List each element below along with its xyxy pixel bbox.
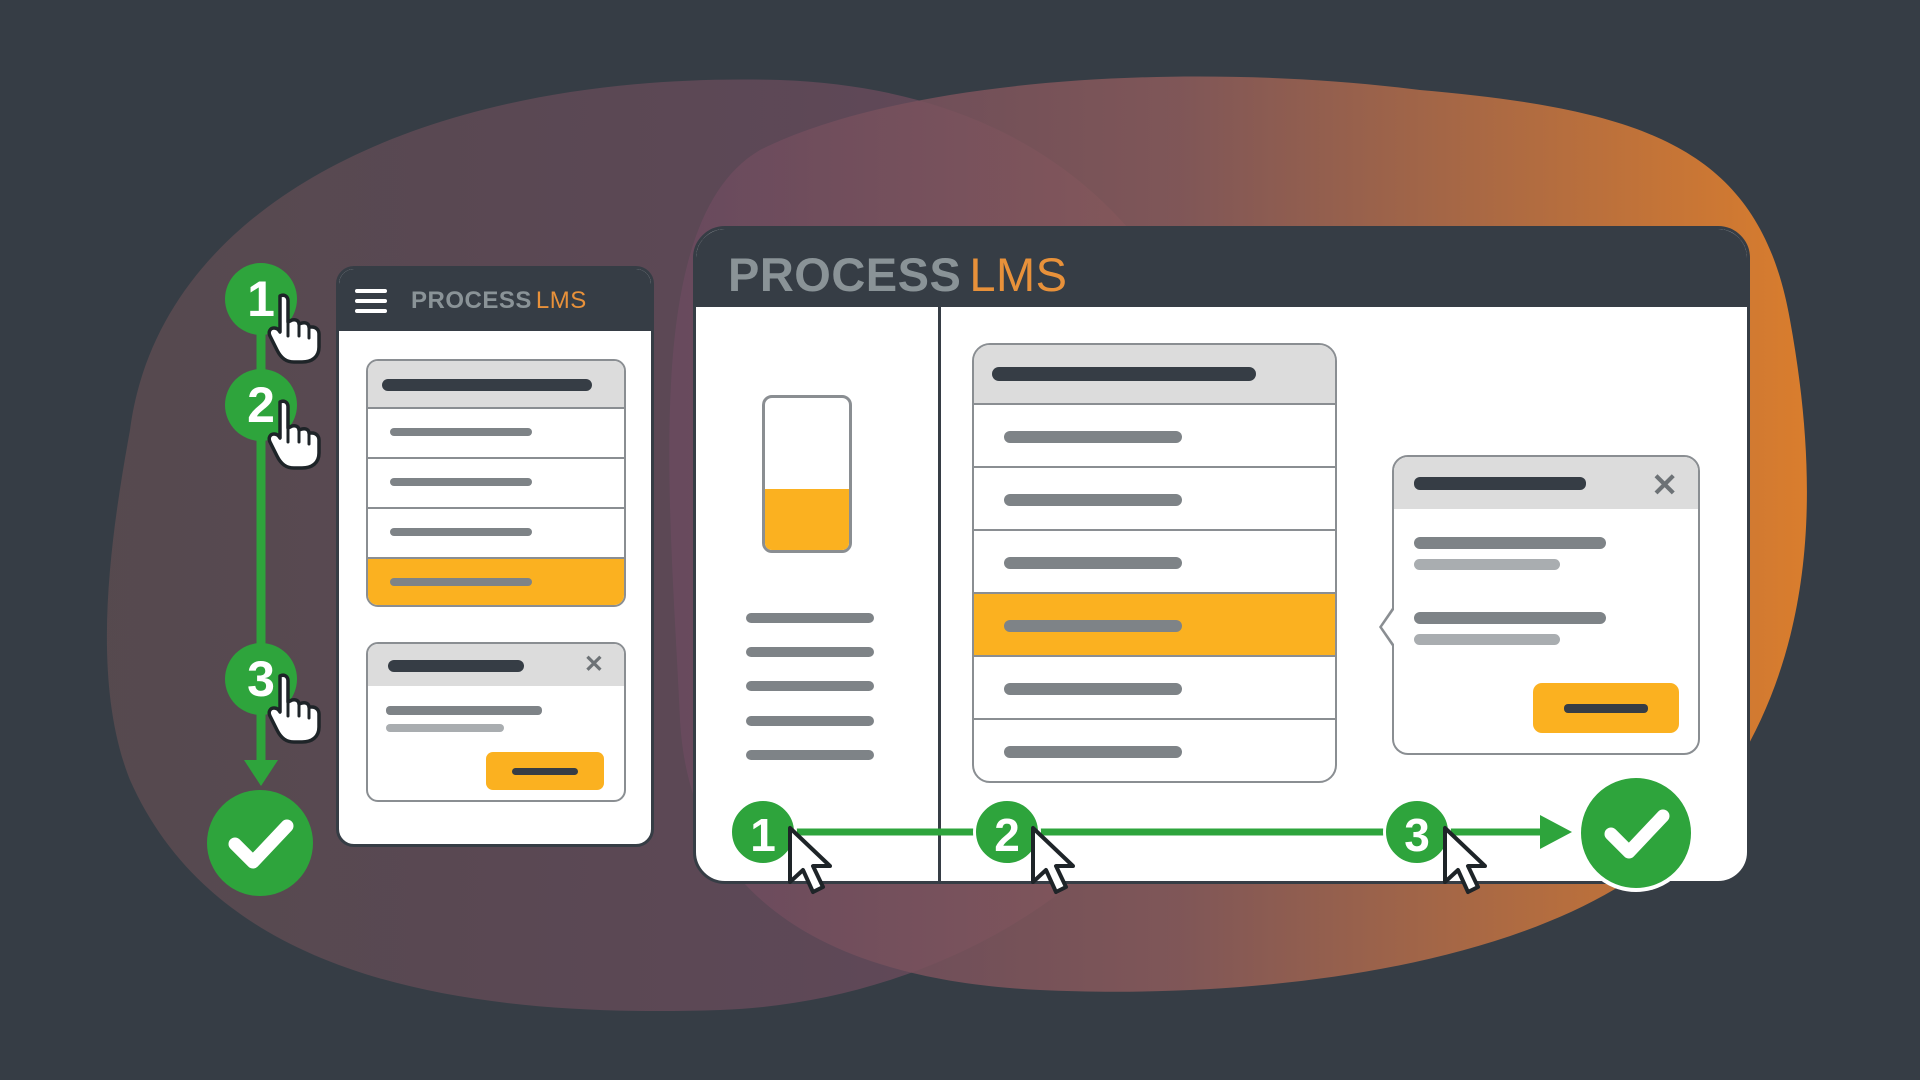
placeholder-bar bbox=[1004, 683, 1182, 695]
placeholder-bar bbox=[386, 724, 504, 732]
close-icon[interactable]: ✕ bbox=[583, 651, 604, 678]
arrow-cursor-icon bbox=[1031, 826, 1075, 894]
desktop-popover: ✕ bbox=[1379, 455, 1700, 755]
arrow-cursor-icon bbox=[1443, 826, 1487, 894]
placeholder-bar bbox=[390, 528, 532, 536]
checkmark-icon bbox=[1577, 774, 1695, 892]
hand-pointer-icon bbox=[267, 399, 321, 470]
placeholder-bar bbox=[390, 578, 532, 586]
arrow-cursor-icon bbox=[788, 826, 832, 894]
popover-pointer-fill bbox=[1382, 607, 1396, 647]
mobile-list-card bbox=[366, 359, 626, 607]
placeholder-bar bbox=[746, 750, 874, 760]
checkmark-icon bbox=[207, 790, 313, 896]
placeholder-bar bbox=[746, 613, 874, 623]
mobile-dialog: ✕ bbox=[366, 642, 626, 802]
list-item[interactable] bbox=[368, 409, 624, 459]
placeholder-bar bbox=[746, 716, 874, 726]
placeholder-bar bbox=[1004, 620, 1182, 632]
placeholder-bar bbox=[382, 379, 592, 391]
placeholder-bar bbox=[1004, 557, 1182, 569]
placeholder-bar bbox=[388, 660, 524, 672]
close-icon[interactable]: ✕ bbox=[1651, 467, 1678, 503]
placeholder-bar bbox=[390, 478, 532, 486]
list-item[interactable] bbox=[368, 509, 624, 559]
placeholder-bar bbox=[1414, 559, 1560, 570]
list-item[interactable] bbox=[974, 468, 1335, 531]
confirm-button[interactable] bbox=[486, 752, 604, 790]
placeholder-bar bbox=[512, 768, 578, 775]
list-item-selected[interactable] bbox=[974, 594, 1335, 657]
placeholder-bar bbox=[746, 647, 874, 657]
placeholder-bar bbox=[1414, 634, 1560, 645]
placeholder-bar bbox=[1564, 704, 1648, 713]
progress-fill bbox=[765, 489, 849, 550]
hand-pointer-icon bbox=[267, 293, 321, 364]
placeholder-bar bbox=[1414, 537, 1606, 549]
dialog-header: ✕ bbox=[368, 644, 624, 686]
popover-header: ✕ bbox=[1394, 457, 1698, 509]
list-header bbox=[974, 345, 1335, 405]
placeholder-bar bbox=[386, 706, 542, 715]
placeholder-bar bbox=[1414, 612, 1606, 624]
sidebar-divider bbox=[938, 307, 941, 881]
placeholder-bar bbox=[1004, 494, 1182, 506]
list-header bbox=[368, 361, 624, 409]
placeholder-bar bbox=[1004, 746, 1182, 758]
placeholder-bar bbox=[1414, 477, 1586, 490]
placeholder-bar bbox=[1004, 431, 1182, 443]
placeholder-bar bbox=[390, 428, 532, 436]
placeholder-bar bbox=[746, 681, 874, 691]
hamburger-icon[interactable] bbox=[355, 289, 387, 313]
progress-gauge bbox=[762, 395, 852, 553]
list-item[interactable] bbox=[974, 405, 1335, 468]
hand-pointer-icon bbox=[267, 673, 321, 744]
desktop-list-card bbox=[972, 343, 1337, 783]
list-item[interactable] bbox=[368, 459, 624, 509]
list-item-selected[interactable] bbox=[368, 559, 624, 605]
list-item[interactable] bbox=[974, 720, 1335, 781]
confirm-button[interactable] bbox=[1533, 683, 1679, 733]
list-item[interactable] bbox=[974, 657, 1335, 720]
placeholder-bar bbox=[992, 367, 1256, 381]
list-item[interactable] bbox=[974, 531, 1335, 594]
